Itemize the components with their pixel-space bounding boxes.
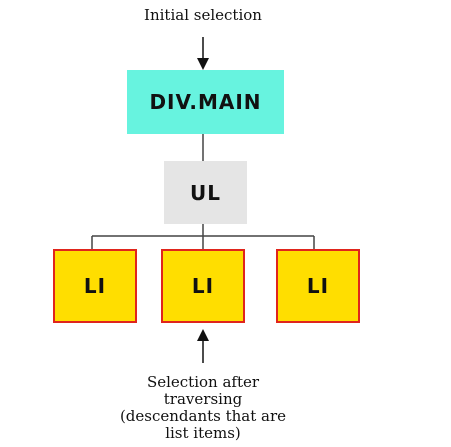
traversal-result-line: (descendants that are xyxy=(119,407,287,425)
traversal-result-line: traversing xyxy=(163,390,243,408)
traversal-result-label: Selection after traversing (descendants … xyxy=(103,374,303,442)
ul-node: UL xyxy=(164,161,247,224)
initial-selection-label: Initial selection xyxy=(144,6,262,24)
traversal-result-line: list items) xyxy=(165,424,241,442)
li-node: LI xyxy=(276,249,360,323)
div-main-node: DIV.MAIN xyxy=(127,70,284,134)
li-node: LI xyxy=(53,249,137,323)
li-node: LI xyxy=(161,249,245,323)
traversal-result-line: Selection after xyxy=(146,373,260,391)
